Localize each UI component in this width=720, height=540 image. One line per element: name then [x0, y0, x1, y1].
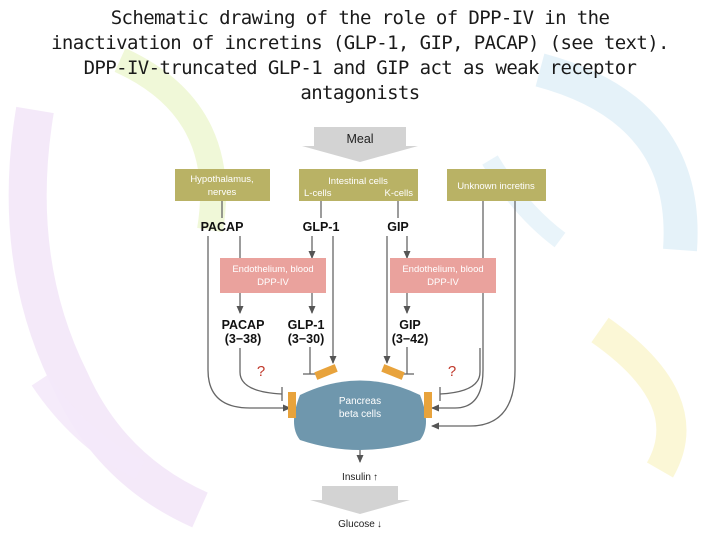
meal-label: Meal — [346, 132, 373, 146]
dpp-box-left: Endothelium, blood DPP-IV — [220, 258, 326, 293]
source-box-hypothalamus: Hypothalamus, nerves — [175, 169, 270, 201]
intestinal-cells-label: Intestinal cells — [328, 176, 388, 187]
source-box-unknown: Unknown incretins — [447, 169, 546, 201]
title-line: antagonists — [300, 82, 420, 104]
receptor-right — [424, 392, 432, 418]
truncated-pacap-range: (3−38) — [225, 332, 261, 346]
dpp-left-line2: DPP-IV — [257, 277, 289, 288]
nerves-label: nerves — [208, 187, 237, 198]
title-line: Schematic drawing of the role of DPP-IV … — [110, 7, 610, 29]
k-cells-label: K-cells — [384, 188, 413, 199]
dpp-box-right: Endothelium, blood DPP-IV — [390, 258, 496, 293]
meal-arrow: Meal — [302, 127, 418, 162]
gip-label: GIP — [387, 220, 409, 234]
title-line: inactivation of incretins (GLP-1, GIP, P… — [51, 32, 669, 54]
glucose-label: Glucose↓ — [338, 519, 382, 530]
truncated-glp1-name: GLP-1 — [288, 318, 325, 332]
pacap-label: PACAP — [201, 220, 244, 234]
slide-title: Schematic drawing of the role of DPP-IV … — [10, 6, 710, 106]
dpp-right-line1: Endothelium, blood — [402, 264, 483, 275]
glp1-label: GLP-1 — [303, 220, 340, 234]
receptor-left — [288, 392, 296, 418]
unknown-incretins-label: Unknown incretins — [457, 181, 535, 192]
source-box-intestinal: Intestinal cells L-cells K-cells — [299, 169, 418, 201]
pancreas-beta-cells: Pancreas beta cells — [294, 380, 426, 450]
truncated-gip-range: (3−42) — [392, 332, 428, 346]
dpp-left-line1: Endothelium, blood — [232, 264, 313, 275]
truncated-pacap-name: PACAP — [222, 318, 265, 332]
title-line: DPP-IV-truncated GLP-1 and GIP act as we… — [83, 57, 637, 79]
receptor-gip — [381, 364, 405, 380]
hypothalamus-label: Hypothalamus, — [190, 174, 253, 185]
question-mark-left: ? — [257, 363, 265, 380]
insulin-label: Insulin↑ — [342, 472, 378, 483]
receptor-glp1 — [314, 364, 338, 380]
question-mark-right: ? — [448, 363, 456, 380]
l-cells-label: L-cells — [304, 188, 332, 199]
receptors — [288, 364, 432, 418]
pancreas-label: Pancreas — [339, 396, 381, 407]
truncated-gip-name: GIP — [399, 318, 421, 332]
glucose-arrow: Glucose↓ — [310, 486, 410, 530]
beta-cells-label: beta cells — [339, 409, 381, 420]
truncated-glp1-range: (3−30) — [288, 332, 324, 346]
dpp-right-line2: DPP-IV — [427, 277, 459, 288]
